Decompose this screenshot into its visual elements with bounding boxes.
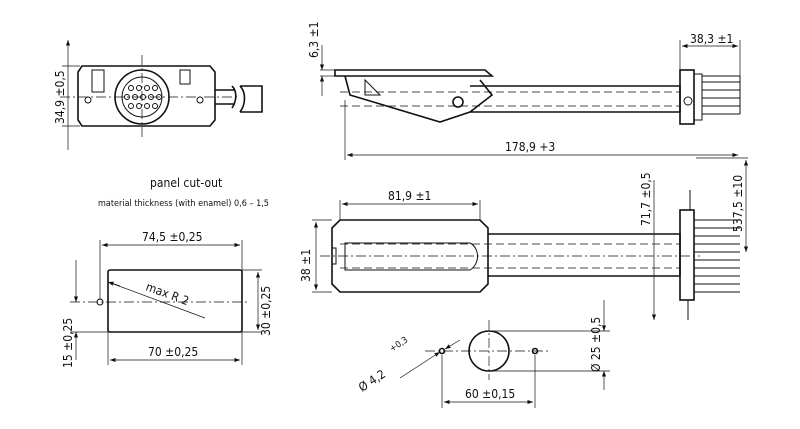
bore-pattern: Ø 25 ±0,5 60 ±0,15 Ø 4,2 +0,3 (356, 300, 610, 408)
dim-overall-length: 178,9 +3 (505, 140, 555, 154)
dim-cutout-hole-offset: 15 ±0,25 (61, 318, 75, 368)
dim-cutout-height: 30 ±0,25 (259, 286, 273, 336)
dim-hole-diameter: Ø 4,2 (356, 367, 388, 395)
dim-bore-diameter: Ø 25 ±0,5 (589, 317, 603, 372)
dim-top-height: 38 ±1 (299, 249, 313, 282)
cutout-note: material thickness (with enamel) 0,6 – 1… (98, 199, 269, 209)
front-view: 34,9 ±0,5 (53, 40, 263, 150)
dim-top-width: 81,9 ±1 (388, 189, 431, 203)
panel-cutout: panel cut-out material thickness (with e… (61, 176, 273, 368)
cutout-title: panel cut-out (150, 176, 222, 190)
dim-hole-spacing: 60 ±0,15 (465, 387, 515, 401)
side-view: 6,3 ±1 38,3 ±1 178,9 +3 (307, 21, 741, 160)
top-view: 81,9 ±1 38 ±1 71,7 ±0,5 537,5 ±10 (299, 157, 749, 320)
dim-cutout-width: 70 ±0,25 (148, 345, 198, 359)
dim-hole-tolerance: +0,3 (388, 335, 410, 354)
dim-connector-length: 38,3 ±1 (690, 32, 733, 46)
dim-front-height: 34,9 ±0,5 (53, 70, 67, 124)
dim-cutout-width-outer: 74,5 ±0,25 (142, 230, 203, 244)
dim-side-top-offset: 6,3 ±1 (307, 21, 321, 58)
dim-shaft-offset: 71,7 ±0,5 (639, 172, 653, 226)
dim-cable-length: 537,5 ±10 (731, 175, 745, 232)
